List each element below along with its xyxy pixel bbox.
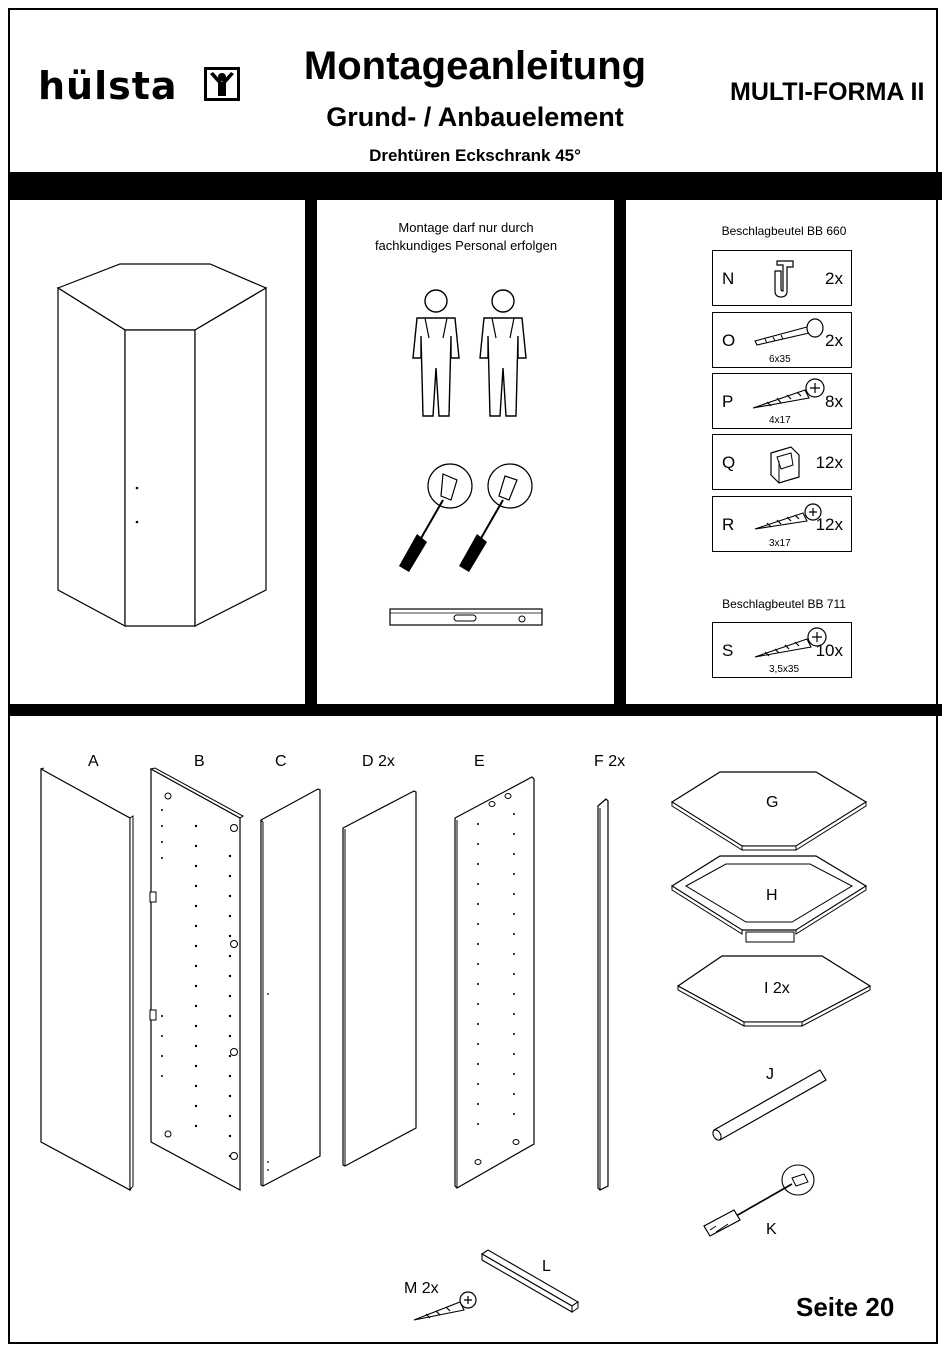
- part-label-c: C: [275, 753, 287, 771]
- model-name: MULTI-FORMA II: [730, 78, 924, 107]
- hardware-quantity: 12x: [816, 453, 843, 473]
- hardware-letter: S: [722, 641, 733, 661]
- hardware-letter: P: [722, 392, 733, 412]
- part-label-i: I 2x: [764, 980, 790, 998]
- hardware-item-o: O 6x35 2x: [712, 312, 852, 368]
- hardware-letter: O: [722, 331, 735, 351]
- hardware-quantity: 8x: [825, 392, 843, 412]
- part-label-h: H: [766, 887, 778, 905]
- worker-icon: [405, 288, 465, 420]
- hardware-quantity: 2x: [825, 269, 843, 289]
- hardware-item-s: S 3,5x35 10x: [712, 622, 852, 678]
- part-label-e: E: [474, 753, 485, 771]
- personnel-note-line2: fachkundiges Personal erfolgen: [317, 237, 615, 255]
- bolt-icon: [751, 317, 831, 347]
- shelf-support-icon: [765, 441, 805, 485]
- part-label-g: G: [766, 794, 778, 812]
- part-a-panel: [38, 766, 138, 1194]
- product-description: Drehtüren Eckschrank 45°: [270, 146, 680, 166]
- page-subtitle: Grund- / Anbauelement: [270, 102, 680, 133]
- page-number: Seite 20: [796, 1292, 894, 1323]
- page-title: Montageanleitung: [270, 44, 680, 89]
- hardware-bag-title: Beschlagbeutel BB 660: [684, 224, 884, 238]
- worker-icon: [472, 288, 532, 420]
- panel-separator: [305, 200, 317, 706]
- hardware-item-q: Q 12x: [712, 434, 852, 490]
- hardware-item-r: R 3x17 12x: [712, 496, 852, 552]
- flat-screwdriver-icon: [455, 458, 535, 578]
- hardware-size: 3x17: [769, 538, 791, 549]
- part-m-screw: [410, 1286, 480, 1324]
- hardware-size: 4x17: [769, 415, 791, 426]
- hardware-size: 6x35: [769, 354, 791, 365]
- part-e-side-panel: [452, 774, 538, 1192]
- hardware-bag-title: Beschlagbeutel BB 711: [684, 597, 884, 611]
- part-l-rail: [478, 1246, 582, 1316]
- hook-clip-icon: [771, 257, 801, 301]
- part-label-d: D 2x: [362, 753, 395, 771]
- part-b-side-panel: [148, 766, 246, 1194]
- panel-separator: [614, 200, 626, 706]
- part-d-back-panel: [340, 788, 420, 1170]
- hardware-item-p: P 4x17 8x: [712, 373, 852, 429]
- spirit-level-icon: [388, 604, 544, 628]
- hardware-size: 3,5x35: [769, 664, 799, 675]
- part-c-door: [258, 786, 324, 1190]
- part-j-rod: [708, 1064, 832, 1144]
- hardware-quantity: 2x: [825, 331, 843, 351]
- corner-cabinet-illustration: [50, 260, 280, 630]
- hardware-item-n: N 2x: [712, 250, 852, 306]
- hardware-quantity: 10x: [816, 641, 843, 661]
- hardware-letter: N: [722, 269, 734, 289]
- part-k-screwdriver: [700, 1160, 818, 1240]
- hardware-letter: R: [722, 515, 734, 535]
- part-label-k: K: [766, 1221, 777, 1239]
- personnel-note-line1: Montage darf nur durch: [317, 219, 615, 237]
- header-band: [8, 172, 942, 200]
- hardware-letter: Q: [722, 453, 735, 473]
- hardware-quantity: 12x: [816, 515, 843, 535]
- brand-logo-icon: [203, 66, 241, 102]
- part-label-f: F 2x: [594, 753, 625, 771]
- section-band: [8, 704, 942, 716]
- part-g-top-panel: [666, 768, 876, 862]
- screw-icon: [749, 376, 829, 412]
- brand-logo-text: hülsta: [38, 64, 178, 108]
- part-f-strip: [594, 796, 616, 1192]
